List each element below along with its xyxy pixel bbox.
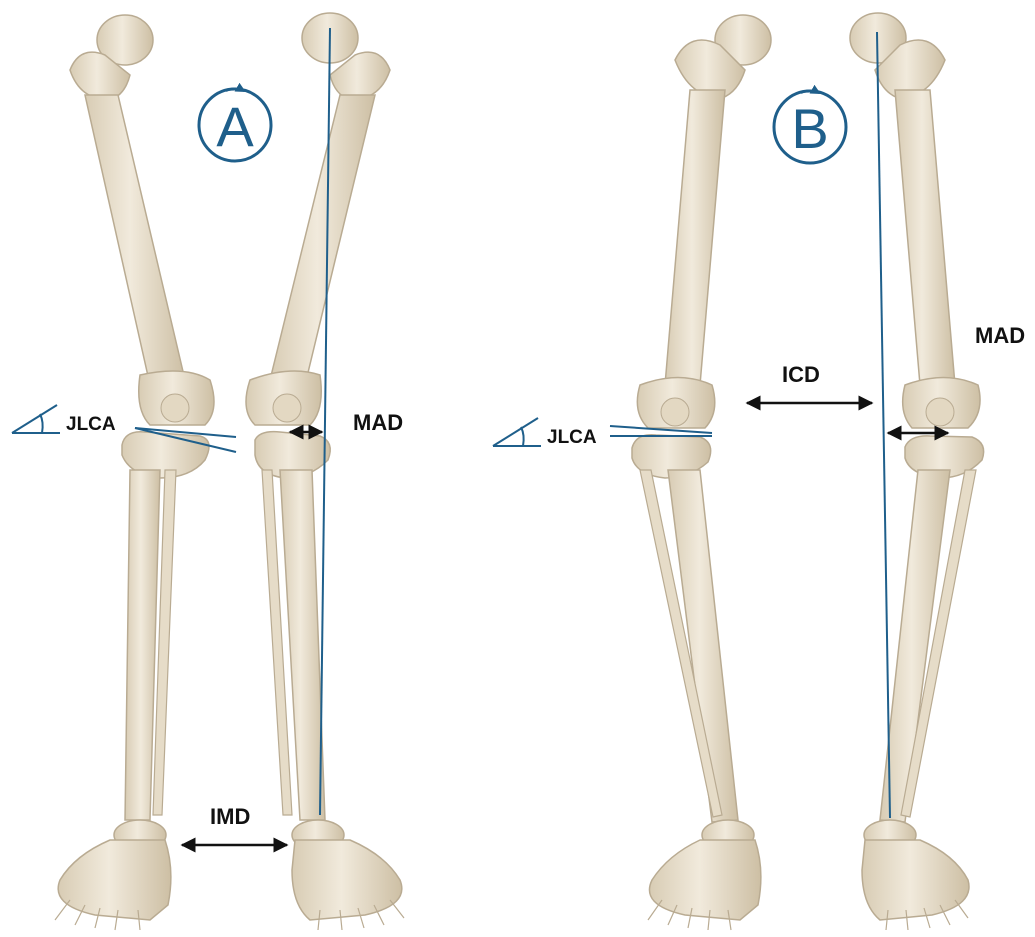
patella	[925, 397, 955, 427]
mechanical-axis-line	[876, 31, 891, 819]
mad-label: MAD	[353, 410, 403, 435]
toes	[647, 899, 732, 931]
femur-trochanter	[674, 39, 746, 99]
panel-a: A JLCA MAD IMD	[11, 12, 405, 931]
panel-a-left-leg	[54, 14, 215, 931]
angle-icon	[492, 417, 541, 447]
fibula	[900, 469, 977, 818]
patella	[272, 393, 302, 423]
femur-trochanter	[69, 51, 131, 101]
panel-b-badge: B	[772, 84, 848, 165]
panel-a-mad: MAD	[288, 410, 403, 440]
mechanical-axis-line	[319, 27, 331, 816]
panel-b-right-leg	[849, 12, 985, 931]
toes	[54, 899, 141, 931]
fibula	[261, 469, 293, 816]
rotation-arrow-icon	[800, 84, 821, 94]
femur-shaft	[894, 89, 956, 386]
toes	[317, 899, 405, 931]
patella	[660, 397, 690, 427]
jlca-label: JLCA	[547, 427, 597, 448]
tibial-joint-line	[134, 427, 237, 453]
toes	[885, 899, 969, 931]
fibula	[639, 469, 723, 818]
foot	[648, 839, 762, 921]
femur-shaft	[84, 94, 186, 386]
foot	[861, 839, 970, 921]
foot	[57, 839, 172, 921]
panel-letter: A	[216, 95, 254, 158]
panel-b-jlca: JLCA	[492, 417, 713, 448]
imd-label: IMD	[210, 804, 250, 829]
panel-a-right-leg	[245, 12, 405, 931]
rotation-arrow-icon	[225, 82, 246, 92]
femoral-joint-line	[134, 427, 237, 438]
femur-trochanter	[329, 51, 391, 101]
femur-shaft	[664, 89, 726, 386]
panel-a-jlca: JLCA	[11, 404, 237, 453]
icd-label: ICD	[782, 362, 820, 387]
femur-trochanter	[874, 39, 946, 99]
panel-b-left-leg	[631, 14, 772, 931]
femur-head	[714, 14, 772, 66]
panel-b: B JLCA ICD MAD	[492, 12, 1025, 931]
mad-label: MAD	[975, 323, 1025, 348]
angle-icon	[11, 404, 60, 434]
femur-head	[96, 14, 154, 66]
panel-a-badge: A	[197, 82, 273, 163]
femoral-joint-line	[609, 425, 713, 434]
fibula	[152, 469, 177, 816]
panel-b-mad: MAD	[886, 323, 1025, 441]
panel-letter: B	[791, 97, 828, 160]
panel-a-imd: IMD	[180, 804, 289, 853]
jlca-label: JLCA	[66, 414, 116, 435]
foot	[291, 839, 403, 921]
tibia-shaft	[124, 469, 161, 821]
femur-shaft	[269, 94, 376, 386]
panel-b-icd: ICD	[745, 362, 874, 411]
patella	[160, 393, 190, 423]
